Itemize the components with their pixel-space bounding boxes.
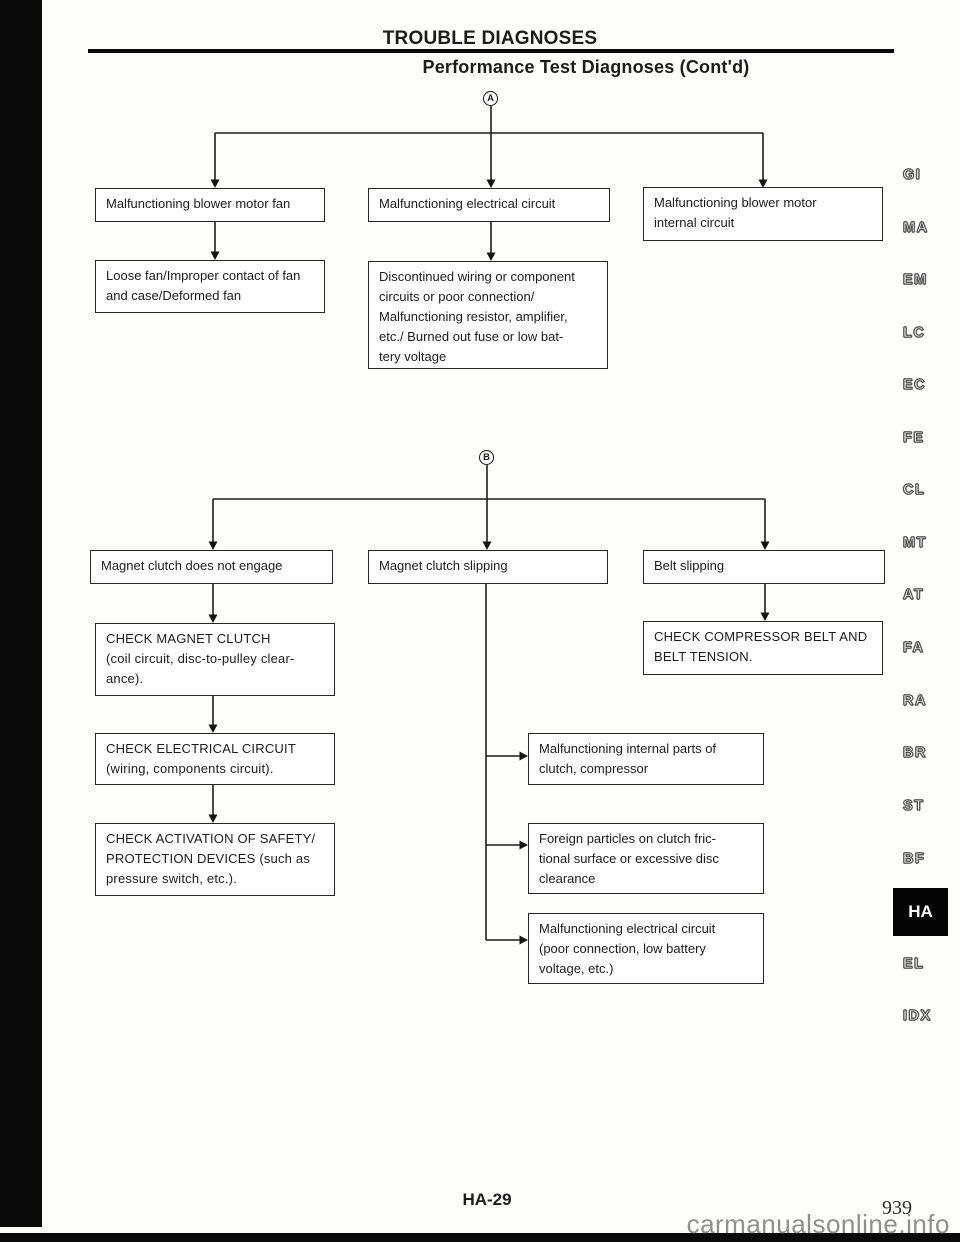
flow-node-check-safety-devices: CHECK ACTIVATION OF SAFETY/ PROTECTION D…: [95, 823, 335, 896]
flow-node-foreign-particles: Foreign particles on clutch fric- tional…: [528, 823, 764, 894]
flow-node-check-compressor-belt: CHECK COMPRESSOR BELT AND BELT TENSION.: [643, 621, 883, 675]
page-title: TROUBLE DIAGNOSES: [382, 28, 598, 49]
flow-node-blower-motor-fan: Malfunctioning blower motor fan: [95, 188, 325, 222]
watermark-text: carmanualsonline.info: [686, 1209, 950, 1239]
sidebar-tab-ma: MA: [903, 220, 929, 237]
flow-node-clutch-slipping: Magnet clutch slipping: [368, 550, 608, 584]
flow-node-blower-internal-circuit: Malfunctioning blower motor internal cir…: [643, 187, 883, 241]
flow-marker-b: B: [479, 450, 494, 465]
sidebar-tab-fe: FE: [903, 430, 925, 447]
sidebar-tab-cl: CL: [902, 482, 926, 499]
sidebar-tab-fa: FA: [903, 640, 925, 657]
left-scan-bar: [0, 0, 42, 1227]
sidebar-tab-ha-active: HA: [893, 888, 948, 936]
flow-node-fan-causes: Loose fan/Improper contact of fan and ca…: [95, 260, 325, 313]
footer-page-code: HA-29: [462, 1190, 512, 1209]
flow-node-electrical-causes: Discontinued wiring or component circuit…: [368, 261, 608, 369]
sidebar-tab-bf: BF: [902, 851, 926, 868]
flow-marker-a: A: [483, 91, 498, 106]
sidebar-tab-st: ST: [903, 798, 925, 815]
page-subtitle: Performance Test Diagnoses (Cont'd): [422, 57, 750, 77]
sidebar-tab-br: BR: [903, 745, 927, 762]
sidebar-tab-em: EM: [903, 272, 928, 289]
scan-page-number: 939: [882, 1197, 912, 1219]
sidebar-tab-idx: IDX: [903, 1008, 932, 1025]
bottom-scan-bar: [0, 1233, 960, 1242]
flow-node-internal-parts: Malfunctioning internal parts of clutch,…: [528, 733, 764, 785]
sidebar-tab-ra: RA: [903, 693, 927, 710]
sidebar-tab-gi: GI: [902, 167, 922, 184]
flow-node-electrical-circuit: Malfunctioning electrical circuit: [368, 188, 610, 222]
sidebar-tab-at: AT: [902, 587, 925, 604]
flow-node-belt-slipping: Belt slipping: [643, 550, 885, 584]
header-rule: [88, 49, 894, 53]
sidebar-tab-ec: EC: [902, 377, 927, 394]
sidebar-tab-el: EL: [903, 956, 925, 973]
flow-node-electrical-poor-connection: Malfunctioning electrical circuit (poor …: [528, 913, 764, 984]
sidebar-tab-lc: LC: [902, 325, 926, 342]
flow-node-check-electrical-circuit: CHECK ELECTRICAL CIRCUIT (wiring, compon…: [95, 733, 335, 785]
flow-node-clutch-no-engage: Magnet clutch does not engage: [90, 550, 333, 584]
sidebar-tab-mt: MT: [903, 535, 927, 552]
flow-node-check-magnet-clutch: CHECK MAGNET CLUTCH (coil circuit, disc-…: [95, 623, 335, 696]
